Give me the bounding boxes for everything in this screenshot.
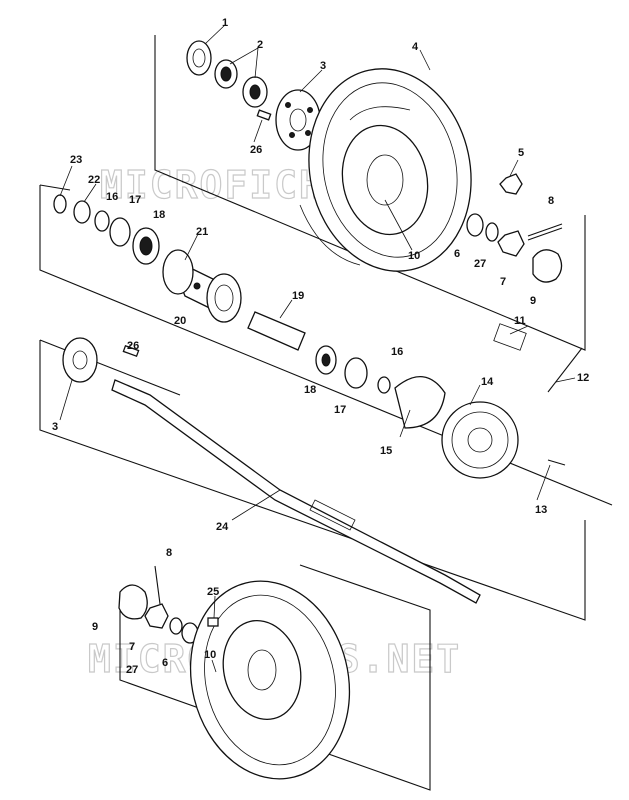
spacer-17b	[344, 357, 368, 389]
callout-27: 27	[474, 258, 486, 270]
callout-18b: 18	[304, 384, 316, 396]
cap-9a	[532, 249, 563, 283]
callout-19: 19	[292, 290, 304, 302]
callout-1: 1	[222, 17, 228, 29]
snap-ring-23	[53, 194, 67, 214]
bolt-26b	[122, 344, 140, 358]
bolt-26a	[256, 109, 272, 121]
callout-10b: 10	[204, 649, 216, 661]
axle-bearing-assembly	[53, 194, 583, 479]
ring-16a	[94, 210, 110, 232]
lower-tire	[189, 580, 351, 780]
axle-shaft-24	[62, 337, 481, 604]
nut-7b	[144, 603, 169, 629]
chain-adjuster-12	[547, 347, 583, 393]
callout-24: 24	[216, 521, 229, 533]
callout-17b: 17	[334, 404, 346, 416]
callout-25: 25	[207, 586, 219, 598]
callout-labels: 1 2 3 4 5 6 27 7 8 9 10 11 12 13 14 15 1…	[52, 17, 589, 676]
cotter-pin-8b	[154, 565, 161, 605]
bolt-13	[547, 459, 566, 466]
callout-12: 12	[577, 372, 589, 384]
sprocket-14	[441, 401, 519, 479]
callout-22: 22	[88, 174, 100, 186]
callout-11: 11	[514, 315, 526, 327]
callout-26a: 26	[250, 144, 262, 156]
cap-9b	[118, 584, 148, 620]
washer-1	[186, 40, 212, 76]
ring-16b	[377, 376, 391, 394]
callout-7: 7	[500, 276, 506, 288]
upper-tire-4	[299, 68, 472, 272]
callout-15: 15	[380, 445, 392, 457]
callout-9: 9	[530, 295, 536, 307]
castle-nut-5	[499, 173, 523, 195]
callout-7b: 7	[129, 641, 135, 653]
callout-3: 3	[320, 60, 326, 72]
callout-13: 13	[535, 504, 547, 516]
spacer-17a	[109, 217, 131, 247]
tube-19	[247, 311, 306, 351]
washer-27b	[169, 617, 183, 635]
callout-10: 10	[408, 250, 420, 262]
seal-22	[73, 200, 91, 224]
fitting-20	[193, 282, 201, 290]
callout-9b: 9	[92, 621, 98, 633]
callout-27b: 27	[126, 664, 138, 676]
callout-8: 8	[548, 195, 554, 207]
washer-6a	[466, 213, 484, 237]
callout-21: 21	[196, 226, 208, 238]
callout-3b: 3	[52, 421, 58, 433]
valve-25	[207, 617, 219, 627]
sprocket-hub-15	[394, 375, 446, 429]
upper-hub-assembly	[186, 40, 563, 283]
callout-5: 5	[518, 147, 524, 159]
cotter-pin-8a	[527, 223, 563, 237]
callout-17: 17	[129, 194, 141, 206]
callout-14: 14	[481, 376, 494, 388]
nut-7a	[497, 230, 525, 257]
callout-4: 4	[412, 41, 419, 53]
hub-plate-3b	[62, 337, 98, 383]
washer-27a	[485, 222, 499, 242]
callout-23: 23	[70, 154, 82, 166]
callout-16: 16	[106, 191, 118, 203]
callout-26b: 26	[127, 340, 139, 352]
hardware-11	[493, 323, 527, 351]
callout-16b: 16	[391, 346, 403, 358]
callout-6: 6	[454, 248, 460, 260]
callout-6b: 6	[162, 657, 168, 669]
lower-wheel-assembly	[118, 565, 351, 780]
callout-20: 20	[174, 315, 186, 327]
callout-8b: 8	[166, 547, 172, 559]
callout-2: 2	[257, 39, 263, 51]
callout-18: 18	[153, 209, 165, 221]
leader-lines	[59, 23, 576, 673]
